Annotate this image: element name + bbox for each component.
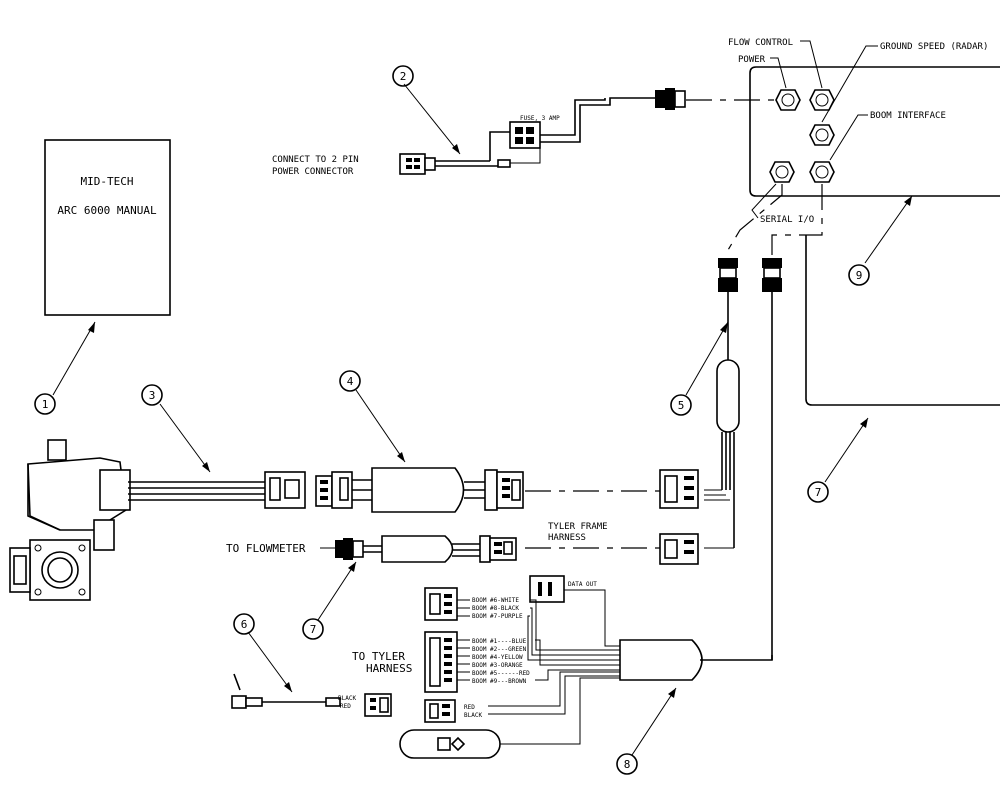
wire-boom1: BOOM #1----BLUE [472,638,527,645]
power-label: POWER [738,55,766,65]
flow-control-label: FLOW CONTROL [728,38,793,48]
wire-boom6: BOOM #6-WHITE [472,597,519,604]
connect-label-line2: POWER CONNECTOR [272,167,354,177]
flow-valve [9,439,131,601]
callout-1: 1 [34,393,56,415]
power-port [775,89,801,111]
wire-black-sw: BLACK [338,695,356,702]
callout-3-number: 3 [149,389,156,402]
manual-book: MID-TECH ARC 6000 MANUAL [44,139,171,316]
manual-title: MID-TECH [81,175,134,188]
callout-9: 9 [848,264,870,286]
adapter-harness [352,467,524,513]
callout-7-frame: 7 [807,481,829,503]
callout-3: 3 [141,384,163,406]
callout-1-number: 1 [42,398,49,411]
callout-5-number: 5 [678,399,685,412]
power-cable: FUSE, 3 AMP [399,88,686,175]
wire-boom2: BOOM #2---GREEN [472,646,527,653]
callout-2: 2 [392,65,414,87]
wire-red: RED [464,704,475,711]
to-flowmeter-label: TO FLOWMETER [226,542,306,555]
callout-7-flowmeter: 7 [302,618,324,640]
callout-9-number: 9 [856,269,863,282]
wire-boom9: BOOM #9---BROWN [472,678,527,685]
tyler-frame-connector-top [659,469,699,509]
wire-boom5: BOOM #5------RED [472,670,530,677]
serial-port [769,161,795,183]
wire-boom3: BOOM #3-ORANGE [472,662,523,669]
callout-5: 5 [670,394,692,416]
callout-4-number: 4 [347,375,354,388]
callout-8-number: 8 [624,758,631,771]
tyler-frame-connector-bottom [659,533,699,565]
callout-7b-number: 7 [815,486,822,499]
wire-boom8: BOOM #8-BLACK [472,605,519,612]
flowmeter-cable [320,535,517,563]
to-tyler-label-line1: TO TYLER [352,650,405,663]
callout-4: 4 [339,370,361,392]
wire-boom7: BOOM #7-PURPLE [472,613,523,620]
tyler-frame-label-line2: HARNESS [548,533,586,543]
boom-interface-port [809,161,835,183]
console-cable [704,258,782,660]
to-tyler-label-line2: HARNESS [366,662,412,675]
callout-7-number: 7 [310,623,317,636]
flow-control-port [809,89,835,111]
boom-interface-label: BOOM INTERFACE [870,111,946,121]
wire-red-sw: RED [340,703,351,710]
data-out-label: DATA OUT [568,581,597,588]
serial-io-label: SERIAL I/O [760,215,814,225]
valve-connector [264,471,353,509]
manual-subtitle: ARC 6000 MANUAL [57,204,157,217]
fuse-label: FUSE, 3 AMP [520,115,560,122]
ground-speed-port [809,124,835,146]
tyler-frame-label-line1: TYLER FRAME [548,522,608,532]
ground-speed-label: GROUND SPEED (RADAR) [880,42,988,52]
boom-harness: DATA OUT BOOM #6-WHITE BOOM #8-BLACK BOO… [399,575,773,759]
callout-2-number: 2 [400,70,407,83]
connect-label-line1: CONNECT TO 2 PIN [272,155,359,165]
console-unit [749,66,1000,197]
wire-boom4: BOOM #4-YELLOW [472,654,523,661]
wire-black: BLACK [464,712,482,719]
callout-6-number: 6 [241,618,248,631]
callout-8: 8 [616,753,638,775]
switch-cable: BLACK RED [231,673,392,717]
callout-6: 6 [233,613,255,635]
